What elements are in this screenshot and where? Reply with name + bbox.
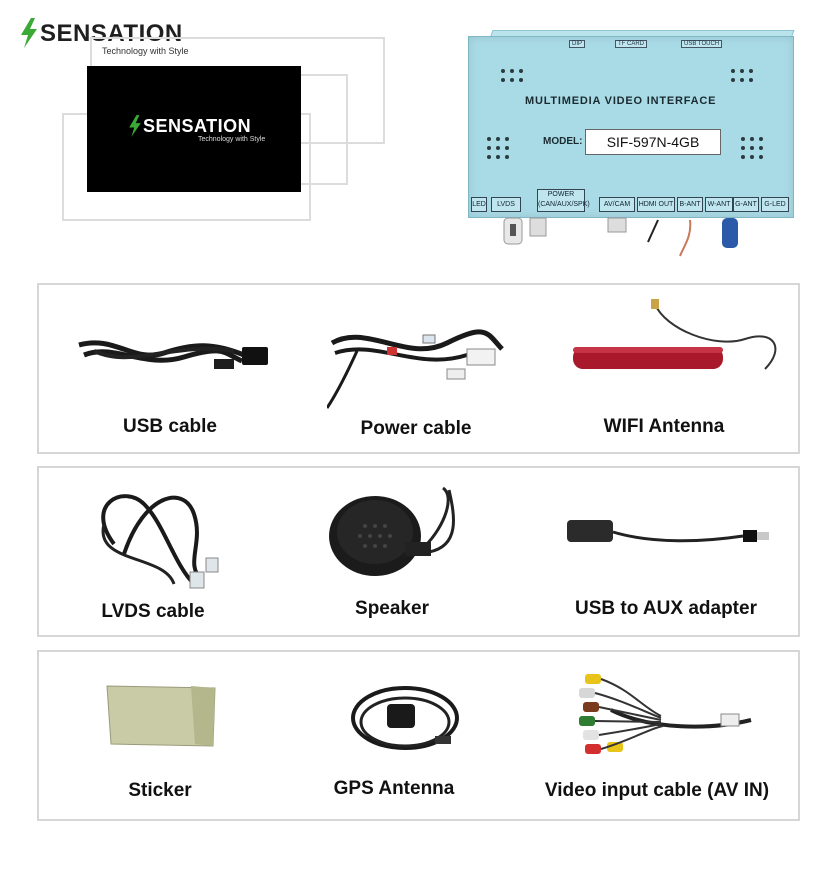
accessory-label: USB cable xyxy=(123,416,217,437)
lightning-bolt-icon xyxy=(21,18,37,48)
vent-holes xyxy=(731,69,763,93)
device-top-label: DIP xyxy=(569,40,586,48)
wifi-antenna-image xyxy=(573,299,777,370)
speaker-image xyxy=(329,486,455,576)
port-label: AV/CAM xyxy=(599,197,635,212)
accessory-label: USB to AUX adapter xyxy=(575,598,757,619)
accessory-label: GPS Antenna xyxy=(333,778,455,799)
device-body: DIP TF CARD USB TOUCH MULTIMEDIA VIDEO I… xyxy=(468,36,794,218)
accessory-label: WIFI Antenna xyxy=(603,416,725,437)
sticker-image xyxy=(106,685,216,747)
device-model-value: SIF-597N-4GB xyxy=(585,129,721,155)
device-connectors xyxy=(503,217,738,257)
usb-to-aux-adapter-image xyxy=(567,520,769,543)
accessory-label: Sticker xyxy=(128,780,192,801)
port-label: G-LED xyxy=(761,197,789,212)
vent-holes xyxy=(501,69,533,93)
gps-antenna-image xyxy=(351,686,459,750)
lvds-cable-image xyxy=(101,494,219,589)
device-title: MULTIMEDIA VIDEO INTERFACE xyxy=(525,95,717,107)
lightning-bolt-icon xyxy=(129,115,141,137)
brand-card: SENSATION Technology with Style xyxy=(87,66,301,192)
accessory-label: LVDS cable xyxy=(101,601,205,622)
brand-card-tagline: Technology with Style xyxy=(198,136,266,143)
accessory-panel-row-1: USB cable Power cable WIFI Antenna xyxy=(37,283,800,454)
accessory-label: Video input cable (AV IN) xyxy=(544,780,770,801)
port-label: G-ANT xyxy=(733,197,759,212)
brand-tagline: Technology with Style xyxy=(102,46,189,56)
port-label: HDMI OUT xyxy=(637,197,675,212)
brand-logo: SENSATION Technology with Style xyxy=(18,18,218,58)
power-cable-image xyxy=(327,329,504,409)
device-port-row: LED LVDS POWER (CAN/AUX/SPK) AV/CAM HDMI… xyxy=(469,189,793,213)
brand-card-name: SENSATION xyxy=(143,116,252,136)
port-label: B-ANT xyxy=(677,197,703,212)
brand-name: SENSATION xyxy=(40,20,183,47)
accessory-label: Speaker xyxy=(355,598,429,619)
usb-cable-image xyxy=(78,340,268,369)
interface-box-photo: DIP TF CARD USB TOUCH MULTIMEDIA VIDEO I… xyxy=(468,30,795,257)
port-label: POWER (CAN/AUX/SPK) xyxy=(537,189,590,212)
device-top-label: TF CARD xyxy=(615,40,647,48)
accessory-panel-row-3: Sticker GPS Antenna Video input cable (A… xyxy=(37,650,800,821)
accessory-label: Power cable xyxy=(360,418,472,439)
accessory-panel-row-2: LVDS cable Speaker USB to AUX adapter xyxy=(37,466,800,637)
port-label: LVDS xyxy=(491,197,521,212)
vent-holes xyxy=(741,137,773,161)
port-label: LED xyxy=(471,197,487,212)
vent-holes xyxy=(487,137,519,161)
device-top-label: USB TOUCH xyxy=(681,40,723,48)
port-label: W-ANT xyxy=(705,197,733,212)
device-model-label: MODEL: xyxy=(543,136,583,147)
video-input-cable-image xyxy=(579,674,752,754)
